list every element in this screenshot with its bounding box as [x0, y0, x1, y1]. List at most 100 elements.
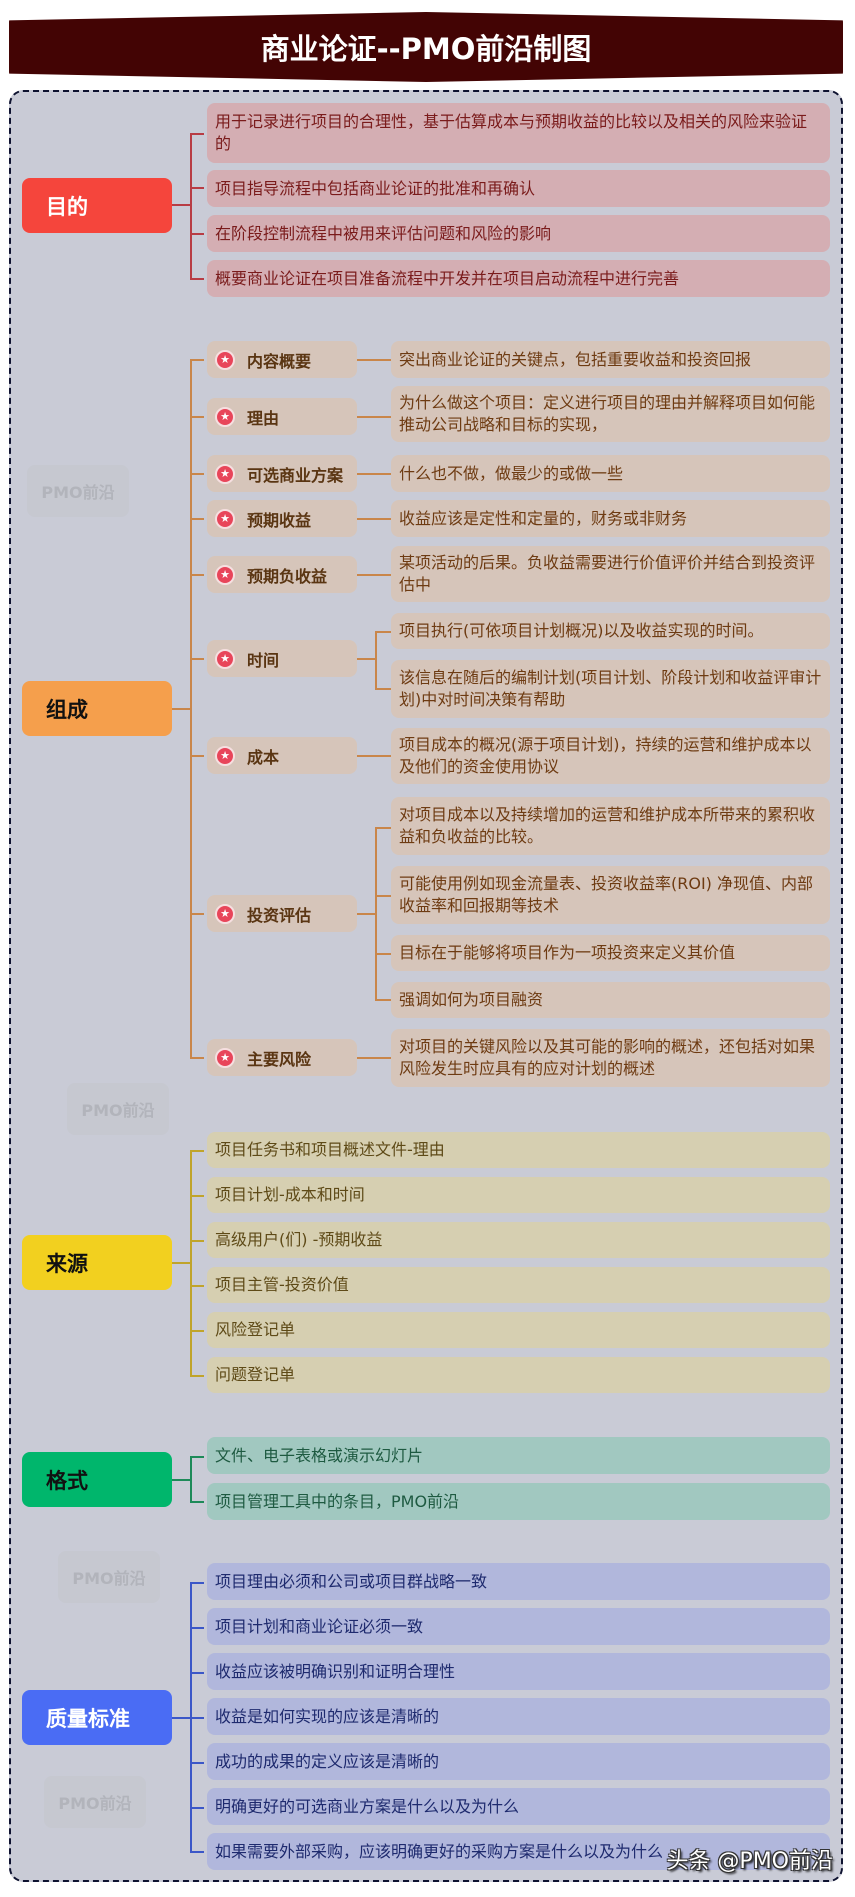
subnode-investment-appraisal[interactable]: ★ 投资评估	[207, 895, 357, 932]
branch-line	[190, 1456, 192, 1502]
star-icon: ★	[215, 564, 235, 585]
subnode-benefits[interactable]: ★ 预期收益	[207, 500, 357, 537]
subnode-costs[interactable]: ★ 成本	[207, 737, 357, 774]
connector-line	[357, 473, 391, 475]
connector-line	[190, 1762, 204, 1764]
composition-item: 对项目的关键风险以及其可能的影响的概述，还包括对如果风险发生时应具有的应对计划的…	[391, 1029, 830, 1087]
watermark: PMO前沿	[27, 465, 129, 517]
node-sources[interactable]: 来源	[22, 1235, 172, 1290]
quality-item: 收益应该被明确识别和证明合理性	[207, 1653, 830, 1690]
connector-line	[190, 1851, 204, 1853]
format-item: 项目管理工具中的条目，PMO前沿	[207, 1483, 830, 1520]
branch-line	[375, 827, 377, 999]
purpose-item: 项目指导流程中包括商业论证的批准和再确认	[207, 170, 830, 207]
watermark: PMO前沿	[44, 1776, 146, 1828]
connector-line	[190, 1285, 204, 1287]
connector-line	[357, 755, 391, 757]
composition-item: 强调如何为项目融资	[391, 982, 830, 1018]
connector-line	[190, 233, 204, 235]
connector-line	[190, 1330, 204, 1332]
node-purpose[interactable]: 目的	[22, 178, 172, 233]
subnode-timescale[interactable]: ★ 时间	[207, 640, 357, 677]
connector-line	[190, 359, 204, 361]
connector-line	[190, 913, 204, 915]
subnode-label: 成本	[247, 747, 280, 767]
subnode-label: 内容概要	[247, 351, 312, 371]
branch-line	[375, 631, 377, 689]
subnode-label: 预期负收益	[247, 566, 328, 586]
connector-line	[190, 187, 204, 189]
star-icon: ★	[215, 903, 235, 924]
subnode-summary[interactable]: ★ 内容概要	[207, 341, 357, 378]
node-label: 格式	[46, 1468, 88, 1493]
composition-item: 某项活动的后果。负收益需要进行价值评价并结合到投资评估中	[391, 546, 830, 602]
star-icon: ★	[215, 349, 235, 370]
composition-item: 为什么做这个项目：定义进行项目的理由并解释项目如何能推动公司战略和目标的实现，	[391, 386, 830, 442]
star-icon: ★	[215, 508, 235, 529]
connector-line	[375, 688, 391, 690]
subnode-label: 投资评估	[247, 905, 312, 925]
connector-line	[357, 1057, 391, 1059]
connector-line	[357, 518, 391, 520]
connector-line	[190, 755, 204, 757]
source-item: 问题登记单	[207, 1357, 830, 1393]
node-quality-criteria[interactable]: 质量标准	[22, 1690, 172, 1745]
subnode-options[interactable]: ★ 可选商业方案	[207, 455, 357, 492]
subnode-label: 理由	[247, 408, 280, 428]
composition-item: 可能使用例如现金流量表、投资收益率(ROI) 净现值、内部收益率和回报期等技术	[391, 866, 830, 924]
source-item: 项目主管-投资价值	[207, 1267, 830, 1303]
quality-item: 如果需要外部采购，应该明确更好的采购方案是什么以及为什么	[207, 1833, 830, 1870]
connector-line	[190, 1195, 204, 1197]
composition-item: 对项目成本以及持续增加的运营和维护成本所带来的累积收益和负收益的比较。	[391, 797, 830, 855]
connector-line	[375, 953, 391, 955]
node-label: 目的	[46, 194, 88, 219]
connector-line	[190, 1375, 204, 1377]
subnode-label: 主要风险	[247, 1049, 312, 1069]
connector-line	[190, 658, 204, 660]
source-item: 项目计划-成本和时间	[207, 1177, 830, 1213]
node-format[interactable]: 格式	[22, 1452, 172, 1507]
connector-line	[357, 359, 391, 361]
star-icon: ★	[215, 745, 235, 766]
footer-watermark: 头条 @PMO前沿	[666, 1849, 833, 1874]
star-icon: ★	[215, 648, 235, 669]
composition-item: 目标在于能够将项目作为一项投资来定义其价值	[391, 935, 830, 971]
composition-item: 项目成本的概况(源于项目计划)，持续的运营和维护成本以及他们的资金使用协议	[391, 728, 830, 784]
connector-line	[357, 574, 391, 576]
watermark: PMO前沿	[58, 1551, 160, 1603]
connector-line	[172, 708, 190, 710]
connector-line	[190, 1627, 204, 1629]
connector-line	[190, 1501, 204, 1503]
subnode-reasons[interactable]: ★ 理由	[207, 398, 357, 435]
connector-line	[190, 1150, 204, 1152]
purpose-item: 在阶段控制流程中被用来评估问题和风险的影响	[207, 215, 830, 252]
connector-line	[172, 1717, 190, 1719]
subnode-major-risks[interactable]: ★ 主要风险	[207, 1039, 357, 1076]
source-item: 风险登记单	[207, 1312, 830, 1348]
subnode-label: 可选商业方案	[247, 465, 344, 485]
composition-item: 项目执行(可依项目计划概况)以及收益实现的时间。	[391, 613, 830, 649]
connector-line	[190, 1456, 204, 1458]
connector-line	[357, 913, 375, 915]
connector-line	[190, 1582, 204, 1584]
branch-line	[190, 1150, 192, 1376]
connector-line	[190, 574, 204, 576]
connector-line	[190, 416, 204, 418]
connector-line	[172, 204, 190, 206]
node-composition[interactable]: 组成	[22, 681, 172, 736]
connector-line	[172, 1262, 190, 1264]
connector-line	[190, 1672, 204, 1674]
subnode-disbenefits[interactable]: ★ 预期负收益	[207, 556, 357, 593]
composition-item: 突出商业论证的关键点，包括重要收益和投资回报	[391, 341, 830, 378]
quality-item: 项目计划和商业论证必须一致	[207, 1608, 830, 1645]
connector-line	[190, 1717, 204, 1719]
connector-line	[190, 518, 204, 520]
page-title: 商业论证--PMO前沿制图	[260, 32, 592, 66]
quality-item: 项目理由必须和公司或项目群战略一致	[207, 1563, 830, 1600]
quality-item: 明确更好的可选商业方案是什么以及为什么	[207, 1788, 830, 1825]
source-item: 项目任务书和项目概述文件-理由	[207, 1132, 830, 1168]
connector-line	[190, 1240, 204, 1242]
star-icon: ★	[215, 1047, 235, 1068]
purpose-item: 用于记录进行项目的合理性，基于估算成本与预期收益的比较以及相关的风险来验证的	[207, 103, 830, 163]
connector-line	[375, 631, 391, 633]
